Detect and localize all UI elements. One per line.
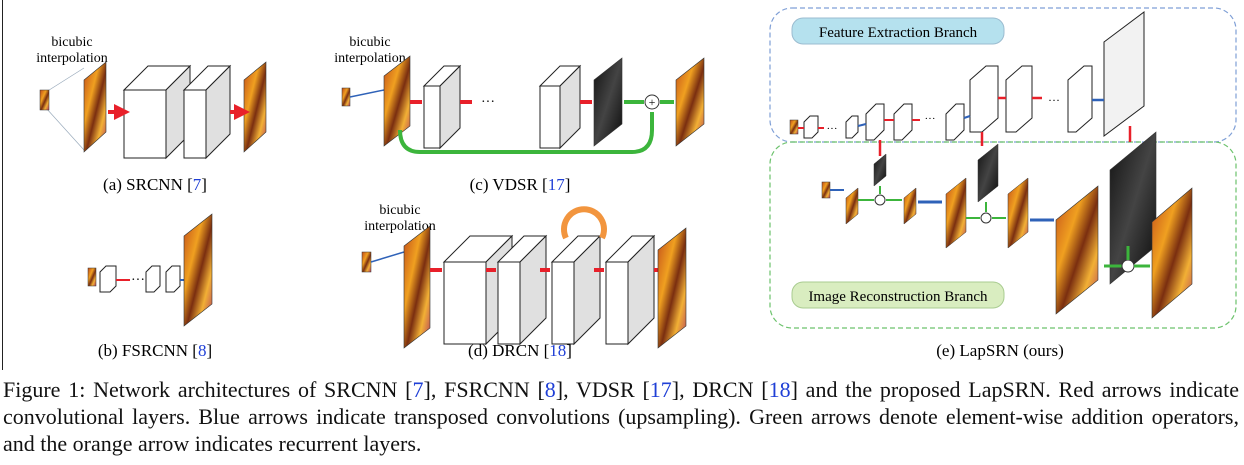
- svg-text:bicubic: bicubic: [349, 35, 390, 50]
- ellipsis: ···: [131, 273, 145, 288]
- bicubic-annotation-line1: bicubic: [51, 35, 92, 50]
- svg-text:···: ···: [1048, 93, 1060, 107]
- svg-text:···: ···: [827, 123, 838, 135]
- reconstruction-branch-region: [769, 141, 1237, 329]
- upsampled-image: [83, 61, 107, 153]
- svg-text:bicubic: bicubic: [379, 203, 420, 218]
- svg-text:interpolation: interpolation: [364, 219, 436, 234]
- svg-text:interpolation: interpolation: [334, 51, 406, 66]
- svg-text:+: +: [649, 95, 656, 109]
- reconstruction-branch-title: Image Reconstruction Branch: [808, 289, 988, 305]
- panel-srcnn: bicubic interpolation (a) SRCNN [7]: [36, 35, 267, 194]
- panel-lapsrn: Feature Extraction Branch Image Reconstr…: [769, 7, 1237, 360]
- panel-c-label: (c) VDSR [17]: [470, 175, 571, 194]
- figure-caption: Figure 1: Network architectures of SRCNN…: [3, 377, 1240, 456]
- panel-e-label: (e) LapSRN (ours): [936, 341, 1063, 360]
- panel-b-label: (b) FSRCNN [8]: [98, 341, 212, 360]
- svg-text:···: ···: [925, 113, 936, 125]
- panel-fsrcnn: ··· (b) FSRCNN [8]: [87, 213, 213, 360]
- output-image: [243, 61, 267, 153]
- svg-text:···: ···: [481, 95, 495, 110]
- panel-vdsr: bicubic interpolation ··· + (c) VDSR [17…: [334, 35, 705, 194]
- lr-input-image: [39, 89, 50, 111]
- feature-branch-region: [769, 7, 1237, 143]
- bicubic-annotation-line2: interpolation: [36, 51, 108, 66]
- recurrent-arrow: [561, 206, 607, 240]
- panel-d-label: (d) DRCN [18]: [468, 341, 572, 360]
- feature-branch-title-box: [791, 17, 1005, 45]
- reconstruction-branch-title-box: [791, 281, 1005, 309]
- architecture-figure: bicubic interpolation (a) SRCNN [7] ··· …: [36, 7, 1237, 360]
- panel-a-label: (a) SRCNN [7]: [103, 175, 207, 194]
- panel-drcn: bicubic interpolation (d) DRCN [18]: [361, 203, 687, 360]
- left-margin-rule: [2, 0, 3, 370]
- feature-branch-title: Feature Extraction Branch: [819, 25, 978, 41]
